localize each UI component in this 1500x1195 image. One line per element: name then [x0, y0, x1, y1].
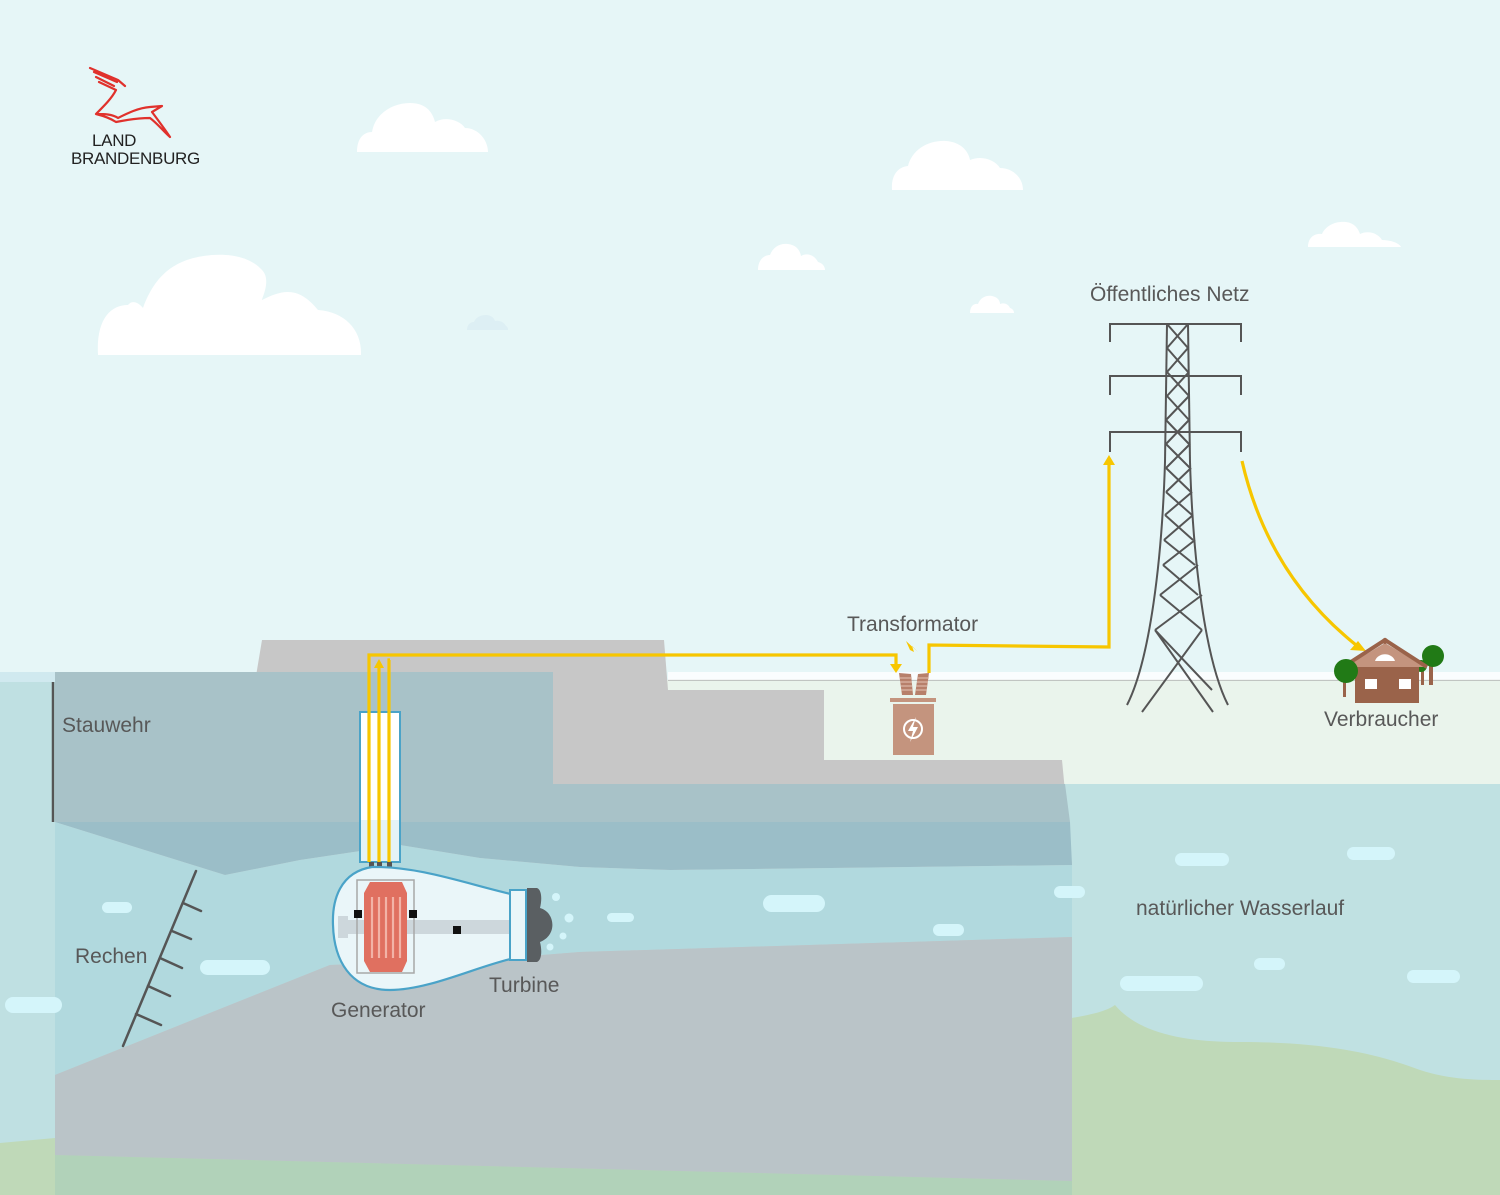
lightning-icon: [903, 719, 923, 739]
turbine-ring: [509, 889, 527, 961]
label-turbine: Turbine: [489, 974, 559, 997]
turbine-housing: [331, 865, 574, 992]
cloud: [758, 243, 825, 270]
cloud: [891, 140, 1023, 190]
ripple: [200, 960, 270, 975]
clouds: [97, 103, 1401, 355]
riverbed-left: [0, 1138, 55, 1195]
ripple: [933, 924, 964, 936]
trash-rack-icon: [121, 869, 203, 1048]
house-icon: [1334, 637, 1444, 703]
ripple: [102, 902, 132, 913]
turbine-icon: [527, 888, 553, 962]
arrowheads: [374, 455, 1366, 673]
foundation-grass: [55, 1155, 1072, 1195]
cloud: [357, 103, 488, 152]
power-pylon-icon: [1109, 323, 1242, 713]
logo-line-brandenburg: BRANDENBURG: [71, 149, 200, 168]
ripple: [763, 895, 825, 912]
spark-icon: [898, 641, 918, 652]
cloud: [1308, 221, 1401, 247]
land-brandenburg-logo: LAND BRANDENBURG: [71, 66, 200, 168]
logo-line-land: LAND: [92, 131, 136, 150]
arrow-down-icon: [890, 664, 902, 673]
ripple: [5, 997, 62, 1013]
flow-channel: [55, 822, 1072, 1075]
generator-frame: [356, 879, 415, 974]
arrow-up-icon: [374, 659, 384, 668]
label-oeffentliches-netz: Öffentliches Netz: [1090, 283, 1250, 306]
ground-highlight: [668, 672, 1500, 680]
dam-foundation: [55, 937, 1072, 1181]
label-generator: Generator: [331, 999, 426, 1022]
water-ripples: [5, 847, 1460, 1013]
headwater-mid: [55, 822, 1072, 875]
headwater: [55, 672, 1070, 822]
ripple: [1054, 886, 1085, 898]
label-wasserlauf: natürlicher Wasserlauf: [1136, 897, 1344, 920]
ripple: [1175, 853, 1229, 866]
power-flow: [367, 460, 1358, 862]
reservoir-left: [0, 680, 55, 1195]
label-verbraucher: Verbraucher: [1324, 708, 1438, 731]
riverbed: [1060, 1005, 1500, 1195]
label-transformator: Transformator: [847, 613, 978, 636]
arrow-icon: [1350, 641, 1366, 651]
ripple: [607, 913, 634, 922]
label-rechen: Rechen: [75, 945, 147, 968]
cloud: [970, 295, 1014, 313]
label-stauwehr: Stauwehr: [62, 714, 151, 737]
power-line: [387, 658, 391, 862]
cloud: [97, 254, 362, 355]
ripple: [1407, 970, 1460, 983]
ripple: [1120, 976, 1203, 991]
power-line: [927, 465, 1111, 673]
ripple: [1347, 847, 1395, 860]
eagle-icon: [88, 66, 172, 139]
ripple: [1254, 958, 1285, 970]
power-line: [1240, 460, 1358, 647]
arrow-up-icon: [1103, 455, 1115, 465]
power-line: [367, 653, 898, 862]
transformer: [890, 641, 936, 755]
cloud: [467, 315, 508, 330]
